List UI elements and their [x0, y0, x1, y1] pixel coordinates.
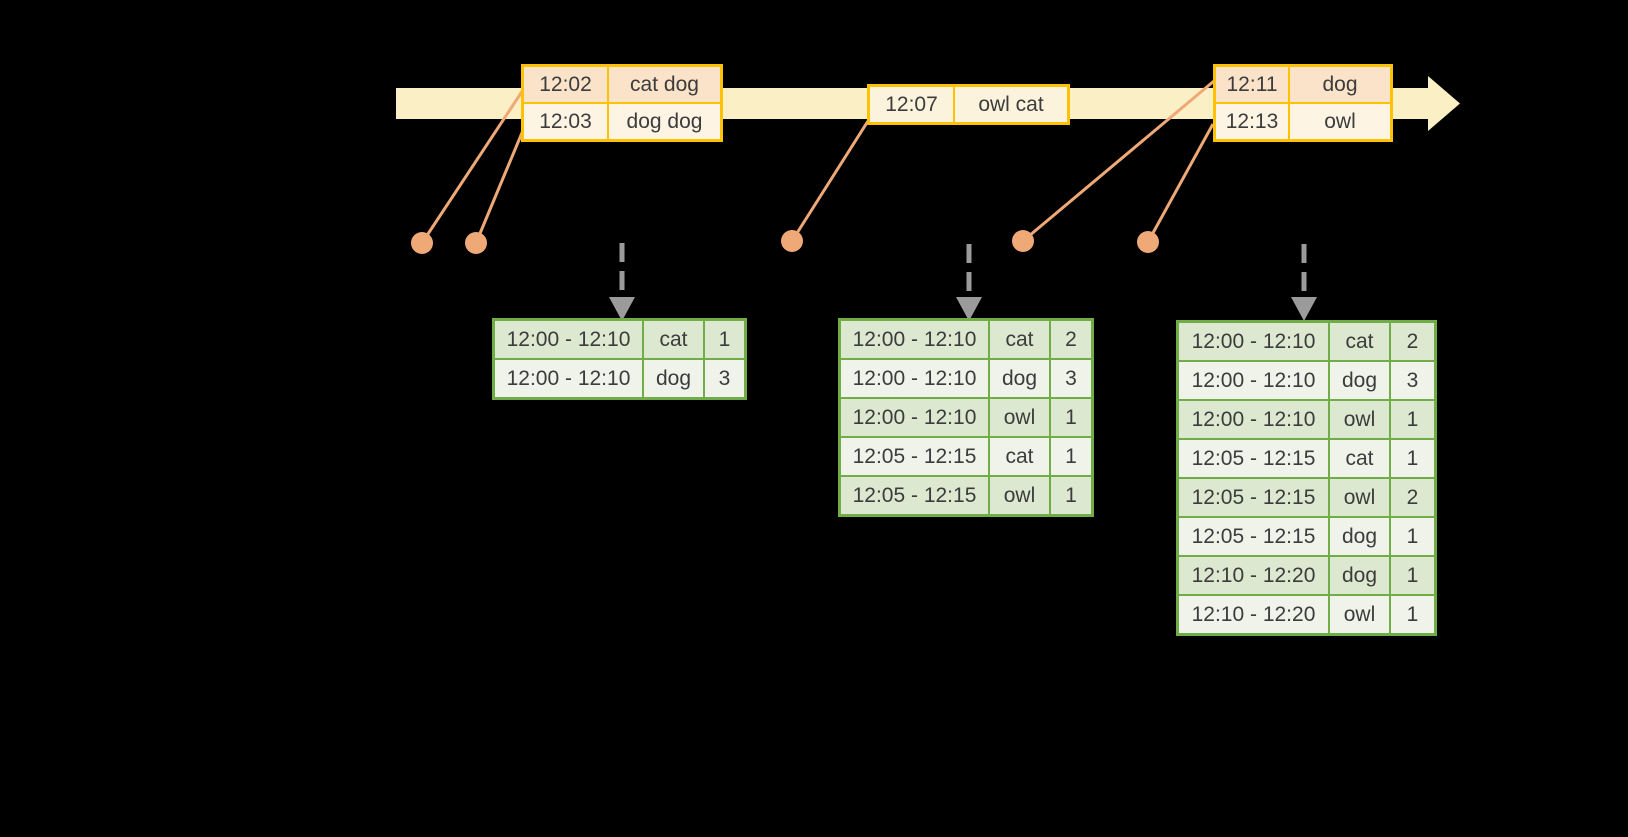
- word-cell: cat: [1330, 323, 1389, 360]
- count-cell: 3: [1391, 362, 1434, 399]
- event-dot-icon: [781, 230, 803, 252]
- word-cell: dog: [990, 360, 1049, 397]
- window-cell: 12:00 - 12:10: [495, 321, 642, 358]
- window-cell: 12:00 - 12:10: [1179, 401, 1328, 438]
- event-dot-icon: [465, 232, 487, 254]
- count-cell: 1: [1051, 399, 1091, 436]
- time-cell: 12:11: [1216, 67, 1288, 102]
- window-cell: 12:05 - 12:15: [841, 477, 988, 514]
- window-cell: 12:05 - 12:15: [1179, 518, 1328, 555]
- window-cell: 12:00 - 12:10: [841, 399, 988, 436]
- word-cell: cat: [1330, 440, 1389, 477]
- trigger-arrowhead-icon: [1291, 297, 1317, 321]
- word-cell: dog: [1330, 557, 1389, 594]
- event-connector-line: [1146, 123, 1215, 243]
- words-cell: owl: [1290, 104, 1390, 139]
- window-cell: 12:05 - 12:15: [1179, 440, 1328, 477]
- window-cell: 12:10 - 12:20: [1179, 596, 1328, 633]
- word-cell: cat: [644, 321, 703, 358]
- time-cell: 12:07: [870, 87, 953, 122]
- window-cell: 12:00 - 12:10: [495, 360, 642, 397]
- count-cell: 1: [1391, 440, 1434, 477]
- word-cell: owl: [990, 399, 1049, 436]
- count-cell: 1: [1391, 401, 1434, 438]
- window-cell: 12:00 - 12:10: [1179, 323, 1328, 360]
- time-cell: 12:02: [524, 67, 607, 102]
- event-connector-line: [1022, 79, 1215, 243]
- word-cell: dog: [644, 360, 703, 397]
- word-cell: owl: [1330, 401, 1389, 438]
- count-cell: 1: [1051, 477, 1091, 514]
- count-cell: 2: [1391, 479, 1434, 516]
- words-cell: owl cat: [955, 87, 1067, 122]
- window-cell: 12:00 - 12:10: [841, 360, 988, 397]
- event-dot-icon: [411, 232, 433, 254]
- time-cell: 12:03: [524, 104, 607, 139]
- words-cell: cat dog: [609, 67, 720, 102]
- word-cell: cat: [990, 321, 1049, 358]
- window-cell: 12:05 - 12:15: [841, 438, 988, 475]
- count-cell: 1: [1391, 557, 1434, 594]
- trigger-arrowhead-icon: [956, 297, 982, 321]
- timeline-arrowhead-icon: [1428, 76, 1460, 131]
- event-dot-icon: [1012, 230, 1034, 252]
- window-cell: 12:10 - 12:20: [1179, 557, 1328, 594]
- count-cell: 1: [705, 321, 744, 358]
- count-cell: 2: [1391, 323, 1434, 360]
- count-cell: 1: [1391, 596, 1434, 633]
- event-connector-line: [474, 127, 526, 244]
- count-cell: 1: [1051, 438, 1091, 475]
- event-dot-icon: [1137, 231, 1159, 253]
- count-cell: 3: [1051, 360, 1091, 397]
- words-cell: dog dog: [609, 104, 720, 139]
- count-cell: 2: [1051, 321, 1091, 358]
- word-cell: cat: [990, 438, 1049, 475]
- word-cell: owl: [1330, 479, 1389, 516]
- event-connector-line: [420, 89, 525, 244]
- word-cell: dog: [1330, 362, 1389, 399]
- count-cell: 1: [1391, 518, 1434, 555]
- event-connector-line: [790, 120, 870, 242]
- words-cell: dog: [1290, 67, 1390, 102]
- trigger-arrowhead-icon: [609, 297, 635, 321]
- word-cell: dog: [1330, 518, 1389, 555]
- window-cell: 12:05 - 12:15: [1179, 479, 1328, 516]
- word-cell: owl: [1330, 596, 1389, 633]
- time-cell: 12:13: [1216, 104, 1288, 139]
- window-cell: 12:00 - 12:10: [1179, 362, 1328, 399]
- window-cell: 12:00 - 12:10: [841, 321, 988, 358]
- count-cell: 3: [705, 360, 744, 397]
- word-cell: owl: [990, 477, 1049, 514]
